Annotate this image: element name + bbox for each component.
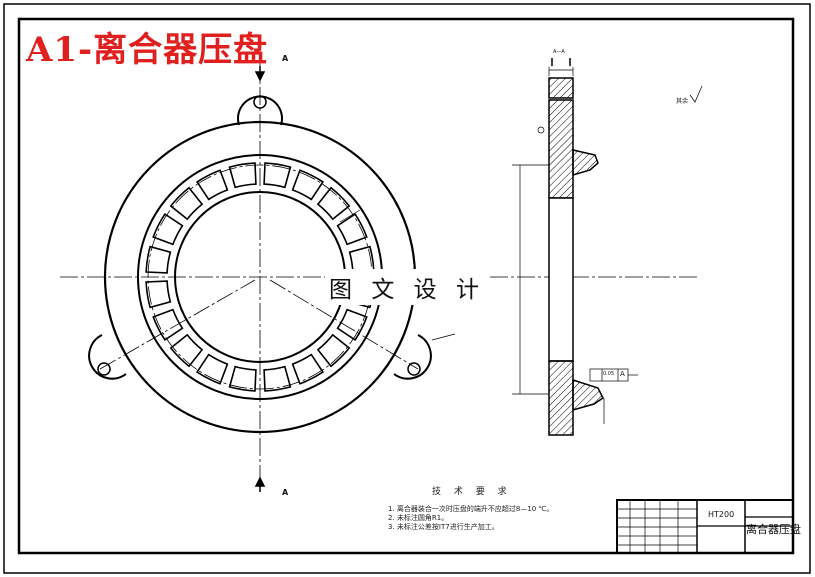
inner-frame <box>17 17 795 555</box>
ring-slot <box>152 308 184 341</box>
section-view <box>512 67 703 436</box>
section-view-title: A—A <box>553 49 565 55</box>
left-lug <box>88 334 127 380</box>
top-lug-hole <box>253 95 267 109</box>
ring-slot <box>291 169 324 201</box>
roughness-note: 其余 <box>676 98 689 105</box>
drawing-title: A1-离合器压盘 <box>26 30 269 70</box>
section-arrows <box>254 58 571 492</box>
note-item: 3. 未标注公差按IT7进行生产加工。 <box>388 523 499 531</box>
tolerance-value: 0.05 <box>603 371 615 377</box>
title-block <box>616 499 794 554</box>
ring-slot <box>145 245 172 274</box>
ring-slot <box>145 280 172 309</box>
ring-slot <box>291 353 324 385</box>
note-item: 2. 未标注圆角R1。 <box>388 514 449 522</box>
ring-slot <box>228 365 257 392</box>
ring-slot <box>196 169 229 201</box>
ring-slot <box>263 365 292 392</box>
ring-slot <box>336 213 368 246</box>
watermark-text: 图 文 设 计 <box>327 269 487 305</box>
section-mark-bottom: A <box>282 488 289 497</box>
front-view <box>88 95 456 434</box>
notes-title: 技 术 要 求 <box>432 487 512 497</box>
outer-border <box>3 3 811 574</box>
left-lug-hole <box>97 362 111 376</box>
ring-slot <box>263 162 292 189</box>
right-lug <box>393 334 432 380</box>
ring-slot <box>169 186 204 221</box>
ring-slot <box>196 353 229 385</box>
note-item: 1. 离合器装合一次时压盘的端升不应超过8—10 ℃。 <box>388 505 554 513</box>
section-mark-top: A <box>282 54 289 63</box>
part-name: 离合器压盘 <box>746 523 801 536</box>
ring-slot <box>316 333 351 368</box>
ring-slot <box>316 186 351 221</box>
material-label: HT200 <box>708 510 735 519</box>
ring-slot <box>152 213 184 246</box>
right-lug-hole <box>407 362 421 376</box>
tolerance-datum: A <box>620 370 625 378</box>
ring-slot <box>169 333 204 368</box>
ring-slot <box>336 308 368 341</box>
ring-slot <box>228 162 257 189</box>
